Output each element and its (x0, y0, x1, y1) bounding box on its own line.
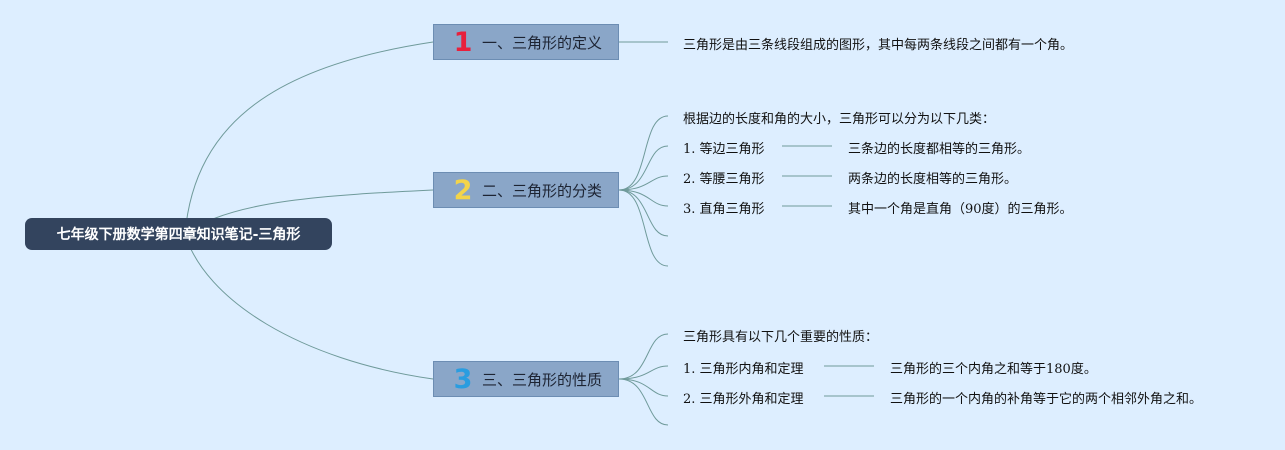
connector-branch-2-item-1 (618, 145, 669, 191)
classification-detail-isosceles[interactable]: 两条边的长度相等的三角形。 (848, 172, 1018, 187)
property-item-interior-sum[interactable]: 1. 三角形内角和定理 (683, 362, 804, 377)
root-topic[interactable]: 七年级下册数学第四章知识笔记-三角形 (25, 218, 332, 250)
connector-branch-2-intro (618, 115, 669, 191)
connector-branch-3-item-2 (618, 378, 669, 397)
number-1-icon: 1 (453, 26, 473, 58)
classification-detail-right[interactable]: 其中一个角是直角（90度）的三角形。 (848, 202, 1073, 217)
branch-1-label: 一、三角形的定义 (482, 33, 603, 52)
connector-root-branch-1 (184, 41, 434, 235)
root-topic-label: 七年级下册数学第四章知识笔记-三角形 (56, 227, 301, 243)
number-3-icon: 3 (453, 363, 473, 395)
classification-item-equilateral[interactable]: 1. 等边三角形 (683, 142, 765, 157)
classification-detail-equilateral[interactable]: 三条边的长度都相等的三角形。 (848, 142, 1031, 157)
connector-branch-2-item-3 (618, 189, 669, 207)
connector-root-branch-3 (184, 233, 434, 380)
branch-2-intro[interactable]: 根据边的长度和角的大小，三角形可以分为以下几类： (683, 112, 996, 127)
property-item-exterior-sum[interactable]: 2. 三角形外角和定理 (683, 392, 804, 407)
connector-branch-3-item-1 (618, 365, 669, 380)
connector-branch-3-intro (618, 333, 669, 380)
connector-branch-3-empty-1 (618, 378, 669, 426)
classification-item-right[interactable]: 3. 直角三角形 (683, 202, 765, 217)
branch-2-classification[interactable]: 2 二、三角形的分类 (433, 172, 619, 208)
branch-3-properties[interactable]: 3 三、三角形的性质 (433, 361, 619, 397)
property-detail-exterior-sum[interactable]: 三角形的一个内角的补角等于它的两个相邻外角之和。 (890, 392, 1203, 407)
connector-branch-2-empty-2 (618, 189, 669, 267)
property-detail-interior-sum[interactable]: 三角形的三个内角之和等于180度。 (890, 362, 1097, 377)
connector-branch-2-item-2 (618, 175, 669, 191)
connector-branch-2-empty-1 (618, 189, 669, 237)
branch-3-intro[interactable]: 三角形具有以下几个重要的性质： (683, 330, 879, 345)
branch-2-label: 二、三角形的分类 (482, 181, 603, 200)
branch-1-description[interactable]: 三角形是由三条线段组成的图形，其中每两条线段之间都有一个角。 (683, 38, 1074, 53)
number-2-icon: 2 (453, 174, 473, 206)
branch-3-label: 三、三角形的性质 (482, 370, 603, 389)
classification-item-isosceles[interactable]: 2. 等腰三角形 (683, 172, 765, 187)
branch-1-definition[interactable]: 1 一、三角形的定义 (433, 24, 619, 60)
